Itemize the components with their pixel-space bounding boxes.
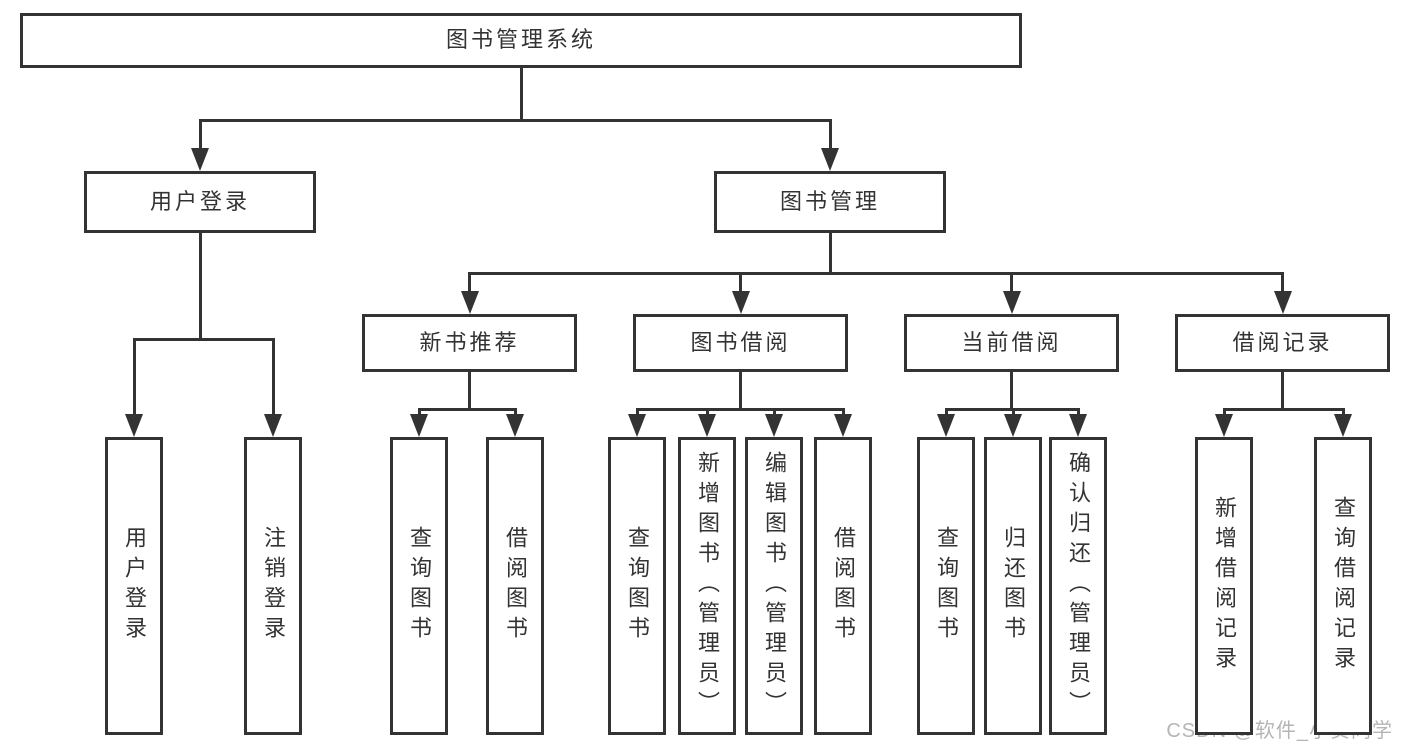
connector-line: [841, 408, 845, 417]
node-leaf-user-login: 用户登录: [105, 437, 163, 735]
connector-line: [705, 408, 709, 417]
node-leaf-query-books-1: 查询图书: [390, 437, 448, 735]
connector-line: [198, 119, 202, 151]
connector-line: [739, 371, 742, 411]
arrowhead-down-icon: [264, 414, 282, 437]
arrowhead-down-icon: [410, 414, 428, 437]
node-library-management-system: 图书管理系统: [20, 13, 1022, 68]
connector-line: [635, 408, 639, 417]
node-leaf-query-borrow-record: 查询借阅记录: [1314, 437, 1372, 735]
connector-line: [417, 408, 421, 417]
arrowhead-down-icon: [937, 414, 955, 437]
connector-line: [198, 119, 832, 122]
connector-line: [944, 408, 948, 417]
connector-line: [1341, 408, 1345, 417]
arrowhead-down-icon: [1334, 414, 1352, 437]
connector-line: [1281, 371, 1284, 411]
node-book-borrowing: 图书借阅: [633, 314, 848, 372]
node-leaf-edit-books-admin: 编辑图书（管理员）: [745, 437, 803, 735]
node-user-login: 用户登录: [84, 171, 316, 233]
arrowhead-down-icon: [1069, 414, 1087, 437]
connector-line: [828, 119, 832, 151]
connector-line: [635, 408, 845, 411]
node-leaf-return-books: 归还图书: [984, 437, 1042, 735]
arrowhead-down-icon: [460, 291, 479, 314]
connector-line: [1076, 408, 1080, 417]
connector-line: [519, 67, 523, 122]
arrowhead-down-icon: [506, 414, 524, 437]
connector-line: [198, 232, 202, 341]
node-new-book-recommend: 新书推荐: [362, 314, 577, 372]
arrowhead-down-icon: [191, 148, 209, 171]
node-leaf-confirm-return-admin: 确认归还（管理员）: [1049, 437, 1107, 735]
node-book-management: 图书管理: [714, 171, 946, 233]
connector-line: [828, 232, 832, 275]
connector-line: [1281, 272, 1284, 294]
connector-line: [1011, 408, 1015, 417]
arrowhead-down-icon: [834, 414, 852, 437]
connector-line: [468, 371, 471, 411]
node-leaf-add-borrow-record: 新增借阅记录: [1195, 437, 1253, 735]
arrowhead-down-icon: [698, 414, 716, 437]
arrowhead-down-icon: [765, 414, 783, 437]
connector-line: [513, 408, 517, 417]
connector-line: [271, 338, 275, 417]
arrowhead-down-icon: [1004, 414, 1022, 437]
connector-line: [132, 338, 275, 341]
node-borrowing-records: 借阅记录: [1175, 314, 1390, 372]
connector-line: [1010, 272, 1013, 294]
connector-line: [468, 272, 471, 294]
arrowhead-down-icon: [821, 148, 839, 171]
arrowhead-down-icon: [731, 291, 750, 314]
node-leaf-query-books-2: 查询图书: [608, 437, 666, 735]
node-leaf-add-books-admin: 新增图书（管理员）: [678, 437, 736, 735]
connector-line: [417, 408, 517, 411]
connector-line: [132, 338, 136, 417]
connector-line: [772, 408, 776, 417]
connector-line: [1222, 408, 1226, 417]
node-leaf-logout: 注销登录: [244, 437, 302, 735]
arrowhead-down-icon: [1002, 291, 1021, 314]
arrowhead-down-icon: [1273, 291, 1292, 314]
node-leaf-borrow-books-2: 借阅图书: [814, 437, 872, 735]
arrowhead-down-icon: [628, 414, 646, 437]
arrowhead-down-icon: [125, 414, 143, 437]
connector-line: [468, 272, 1284, 275]
node-leaf-query-books-3: 查询图书: [917, 437, 975, 735]
node-leaf-borrow-books-1: 借阅图书: [486, 437, 544, 735]
connector-line: [739, 272, 742, 294]
arrowhead-down-icon: [1215, 414, 1233, 437]
connector-line: [1010, 371, 1013, 411]
connector-line: [1222, 408, 1345, 411]
node-current-borrowing: 当前借阅: [904, 314, 1119, 372]
